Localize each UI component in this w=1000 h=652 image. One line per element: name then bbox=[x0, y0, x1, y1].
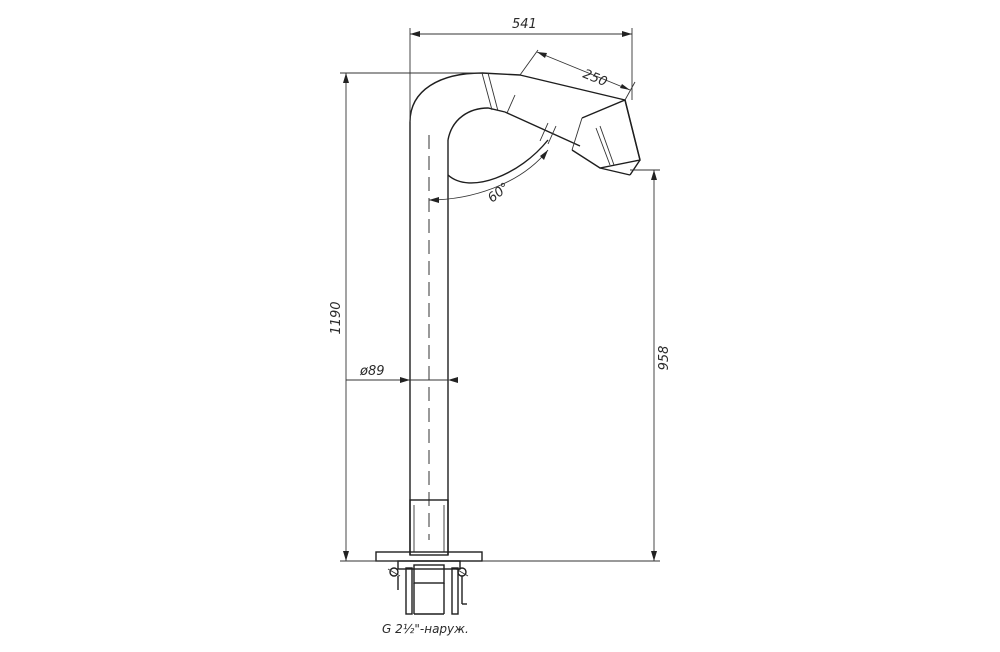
dim-1190-label: 1190 bbox=[329, 301, 344, 334]
dimension-spout-length: 250 bbox=[519, 49, 636, 101]
dim-541-label: 541 bbox=[512, 17, 537, 32]
dim-250-label: 250 bbox=[581, 67, 610, 90]
dimension-pipe-diameter: ø89 bbox=[346, 364, 458, 383]
dim-958-label: 958 bbox=[657, 346, 672, 371]
base-flange bbox=[375, 499, 483, 615]
angle-60-label: 60° bbox=[485, 180, 512, 206]
dimension-overall-width: 541 bbox=[409, 17, 633, 122]
dimension-overall-height: 1190 bbox=[329, 72, 482, 562]
vertical-pipe bbox=[409, 122, 449, 555]
dim-89-label: ø89 bbox=[359, 364, 385, 379]
dimension-outlet-height: 958 bbox=[482, 169, 672, 562]
spout-body bbox=[504, 74, 641, 176]
pipe-bend bbox=[409, 72, 549, 184]
thread-note: G 2½"-наруж. bbox=[382, 622, 469, 636]
